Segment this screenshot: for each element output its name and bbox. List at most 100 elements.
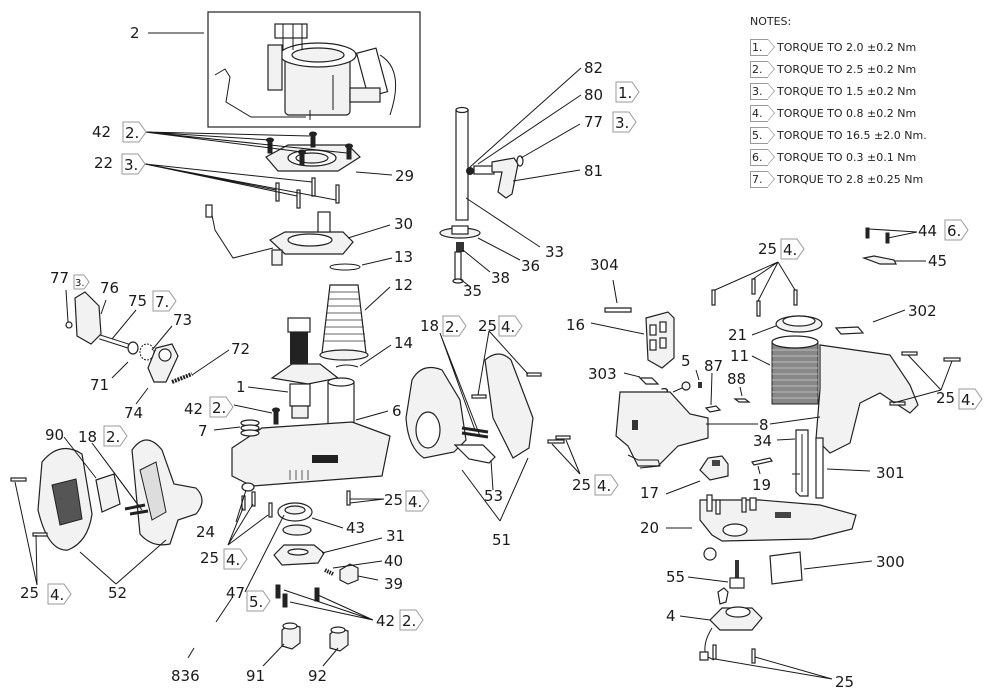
part-42-screws	[266, 131, 353, 166]
note-tag: 5.	[750, 126, 775, 144]
callout-29: 29	[395, 167, 414, 185]
callout-11: 11	[730, 347, 749, 365]
part-43-bearing	[277, 502, 313, 536]
callout-33: 33	[545, 243, 564, 261]
note-tag: 6.	[750, 148, 775, 166]
part-87-clip	[704, 405, 722, 413]
part-36-washer	[439, 225, 481, 239]
svg-text:2.: 2.	[212, 399, 226, 417]
part-51-housing-right	[484, 353, 534, 459]
part-88-clip	[733, 398, 751, 403]
svg-text:3.: 3.	[124, 156, 138, 174]
part-25-screws	[711, 278, 798, 317]
part-92-collet-nut	[329, 626, 349, 652]
callout-35: 35	[463, 282, 482, 300]
callout-303: 303	[588, 365, 617, 383]
callout-25: 25	[20, 584, 39, 602]
part-22-screws	[275, 177, 340, 209]
torque-tag: 2.	[122, 121, 147, 143]
callout-25: 25	[758, 240, 777, 258]
svg-text:4.: 4.	[501, 318, 515, 336]
part-19-clip	[751, 457, 773, 466]
svg-text:4.: 4.	[961, 391, 975, 409]
callout-24: 24	[196, 523, 215, 541]
torque-tag: 2.	[442, 315, 467, 337]
part-90-pad	[95, 473, 121, 513]
part-302-label	[834, 326, 865, 335]
callout-45: 45	[928, 252, 947, 270]
callout-13: 13	[394, 248, 413, 266]
svg-text:5.: 5.	[249, 593, 263, 611]
part-24-foot	[241, 482, 255, 492]
part-72-spring	[171, 372, 193, 384]
part-71-ring	[127, 341, 139, 355]
part-2-assembly	[207, 11, 421, 128]
callout-12: 12	[394, 276, 413, 294]
svg-text:2.: 2.	[125, 124, 139, 142]
callout-55: 55	[666, 568, 685, 586]
part-30-base	[205, 204, 354, 266]
callout-25: 25	[478, 317, 497, 335]
torque-tag: 2.	[399, 609, 424, 631]
callout-7: 7	[198, 422, 208, 440]
part-14-clip	[335, 364, 359, 368]
callout-42: 42	[376, 612, 395, 630]
callout-22: 22	[94, 154, 113, 172]
callout-304: 304	[590, 256, 619, 274]
part-91-collet-nut	[281, 622, 301, 650]
callout-39: 39	[384, 575, 403, 593]
note-item: 7.TORQUE TO 2.8 ±0.25 Nm	[750, 168, 980, 190]
part-12-spring	[319, 284, 369, 361]
callout-52: 52	[108, 584, 127, 602]
callout-81: 81	[584, 162, 603, 180]
notes-heading: NOTES:	[750, 15, 792, 28]
callout-47: 47	[226, 584, 245, 602]
svg-text:7.: 7.	[155, 293, 169, 311]
part-25-screws	[10, 477, 48, 537]
callout-77: 77	[584, 113, 603, 131]
part-301-strip	[815, 437, 824, 499]
callout-77: 77	[50, 269, 69, 287]
part-4-switch-module	[699, 587, 763, 661]
callout-36: 36	[521, 257, 540, 275]
part-52-handle-right	[131, 439, 203, 546]
note-item: 5.TORQUE TO 16.5 ±2.0 Nm.	[750, 124, 980, 146]
torque-tag: 4.	[958, 388, 983, 410]
part-300-label	[769, 551, 803, 585]
note-tag: 2.	[750, 60, 775, 78]
callout-75: 75	[128, 292, 147, 310]
callout-20: 20	[640, 519, 659, 537]
note-text: TORQUE TO 2.5 ±0.2 Nm	[777, 62, 917, 76]
callout-40: 40	[384, 552, 403, 570]
note-tag: 7.	[750, 170, 775, 188]
callout-25: 25	[572, 476, 591, 494]
torque-tag: 4.	[47, 583, 72, 605]
part-13-ring	[329, 263, 361, 271]
torque-tag: 3.	[73, 274, 90, 290]
torque-tag: 6.	[944, 219, 969, 241]
part-17-switch	[699, 455, 729, 481]
part-75-shaft	[99, 334, 129, 349]
part-74-bracket	[147, 343, 179, 383]
callout-25: 25	[200, 549, 219, 567]
svg-text:4.: 4.	[597, 477, 611, 495]
part-45-clip	[861, 255, 897, 265]
callout-74: 74	[124, 404, 143, 422]
callout-16: 16	[566, 316, 585, 334]
callout-30: 30	[394, 215, 413, 233]
part-76-knob	[65, 291, 102, 345]
part-6-housing	[231, 377, 391, 487]
torque-tag: 3.	[612, 111, 637, 133]
torque-tag: 4.	[223, 548, 248, 570]
callout-82: 82	[584, 59, 603, 77]
torque-tag: 4.	[594, 474, 619, 496]
part-5-pin	[698, 382, 702, 388]
svg-text:6.: 6.	[947, 222, 961, 240]
torque-tag: 4.	[405, 490, 430, 512]
callout-836: 836	[171, 667, 200, 685]
svg-text:2.: 2.	[445, 318, 459, 336]
torque-tag: 4.	[498, 315, 523, 337]
part-8-housing-left	[615, 391, 709, 469]
callout-72: 72	[231, 340, 250, 358]
callout-300: 300	[876, 553, 905, 571]
